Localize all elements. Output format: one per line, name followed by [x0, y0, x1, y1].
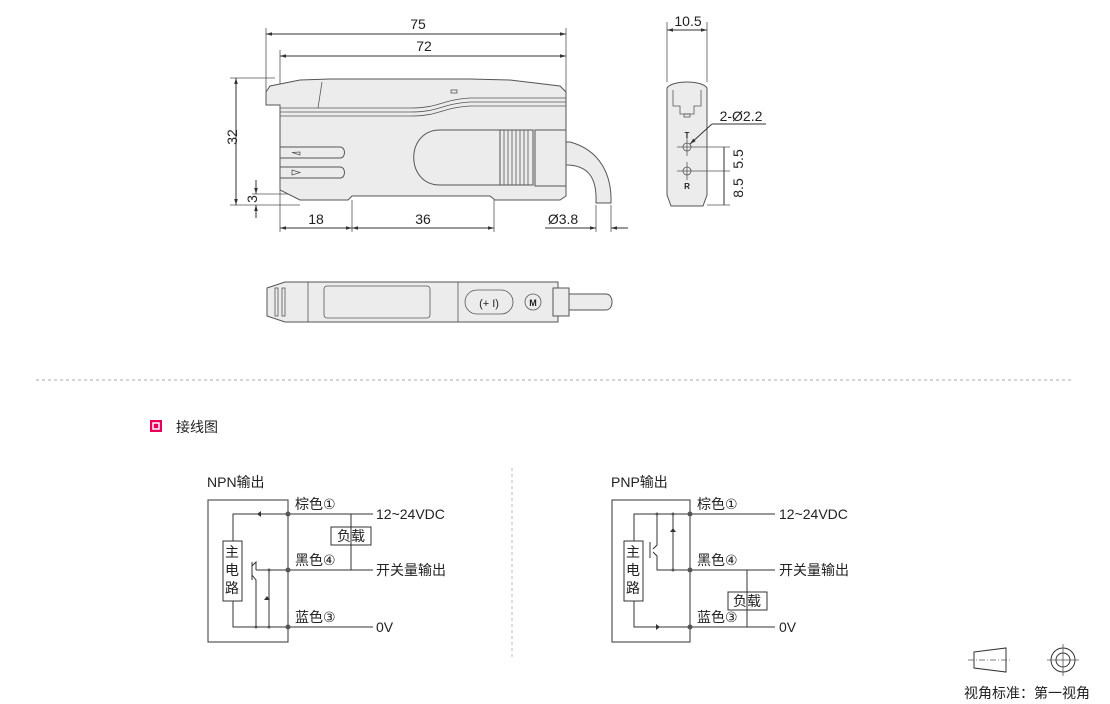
main-circuit-char: 电	[626, 562, 640, 578]
front-view: 75 72 32 3	[224, 16, 628, 232]
npn-load: 负载	[337, 528, 365, 544]
npn-title: NPN输出	[207, 474, 265, 490]
dim-pitch2: 8.5	[730, 178, 746, 198]
dim-holes: 2-Ø2.2	[720, 108, 763, 124]
main-circuit-char: 路	[225, 580, 239, 596]
first-angle-projection-icon	[968, 644, 1079, 676]
side-view: 10.5 T R 2-Ø2.2 5.5 8.5	[666, 13, 766, 207]
pnp-output: 开关量输出	[779, 562, 849, 578]
npn-wire-brown: 棕色①	[295, 496, 336, 512]
pnp-wiring-diagram: PNP输出 主 电 路 棕色① 黑色④ 蓝色③ 负载 12~24VDC 开关量输…	[611, 474, 849, 643]
main-circuit-char: 主	[225, 544, 239, 560]
pnp-wire-blue: 蓝色③	[697, 609, 738, 625]
mode-button-icon: M	[529, 298, 537, 308]
dim-overall-length: 75	[410, 16, 426, 32]
main-circuit-char: 电	[225, 562, 239, 578]
dim-left-offset: 18	[308, 211, 324, 227]
npn-wire-black: 黑色④	[295, 552, 336, 568]
dim-pitch1: 5.5	[730, 149, 746, 169]
grille	[499, 129, 534, 186]
dim-width: 10.5	[674, 13, 701, 29]
npn-wire-blue: 蓝色③	[295, 609, 336, 625]
projection-footnote: 视角标准：第一视角	[964, 685, 1090, 701]
npn-ground: 0V	[376, 619, 394, 635]
plus-minus-button-icon: (+ I)	[479, 298, 499, 310]
mark-r: R	[684, 182, 690, 191]
pnp-load: 负载	[733, 593, 761, 609]
dim-body-length: 72	[416, 38, 432, 54]
section-title: 接线图	[176, 419, 218, 435]
pnp-wire-black: 黑色④	[697, 552, 738, 568]
npn-wiring-diagram: NPN输出 主 电 路 棕色① 黑色④ 蓝色③ 负载 12~24VDC 开关量输…	[207, 474, 446, 643]
section-bullet-icon	[150, 420, 162, 432]
main-circuit-char: 路	[626, 580, 640, 596]
pnp-wire-brown: 棕色①	[697, 496, 738, 512]
dim-foot: 3	[244, 195, 260, 203]
dim-mount-pitch: 36	[415, 211, 431, 227]
npn-supply: 12~24VDC	[376, 506, 445, 522]
dim-cable-diameter: Ø3.8	[548, 211, 579, 227]
pnp-supply: 12~24VDC	[779, 506, 848, 522]
mark-t: T	[685, 131, 690, 140]
pnp-title: PNP输出	[611, 474, 668, 490]
pnp-ground: 0V	[779, 619, 797, 635]
main-circuit-char: 主	[626, 544, 640, 560]
npn-output: 开关量输出	[376, 562, 446, 578]
dim-height: 32	[224, 129, 240, 145]
top-view: (+ I) M	[266, 281, 613, 323]
